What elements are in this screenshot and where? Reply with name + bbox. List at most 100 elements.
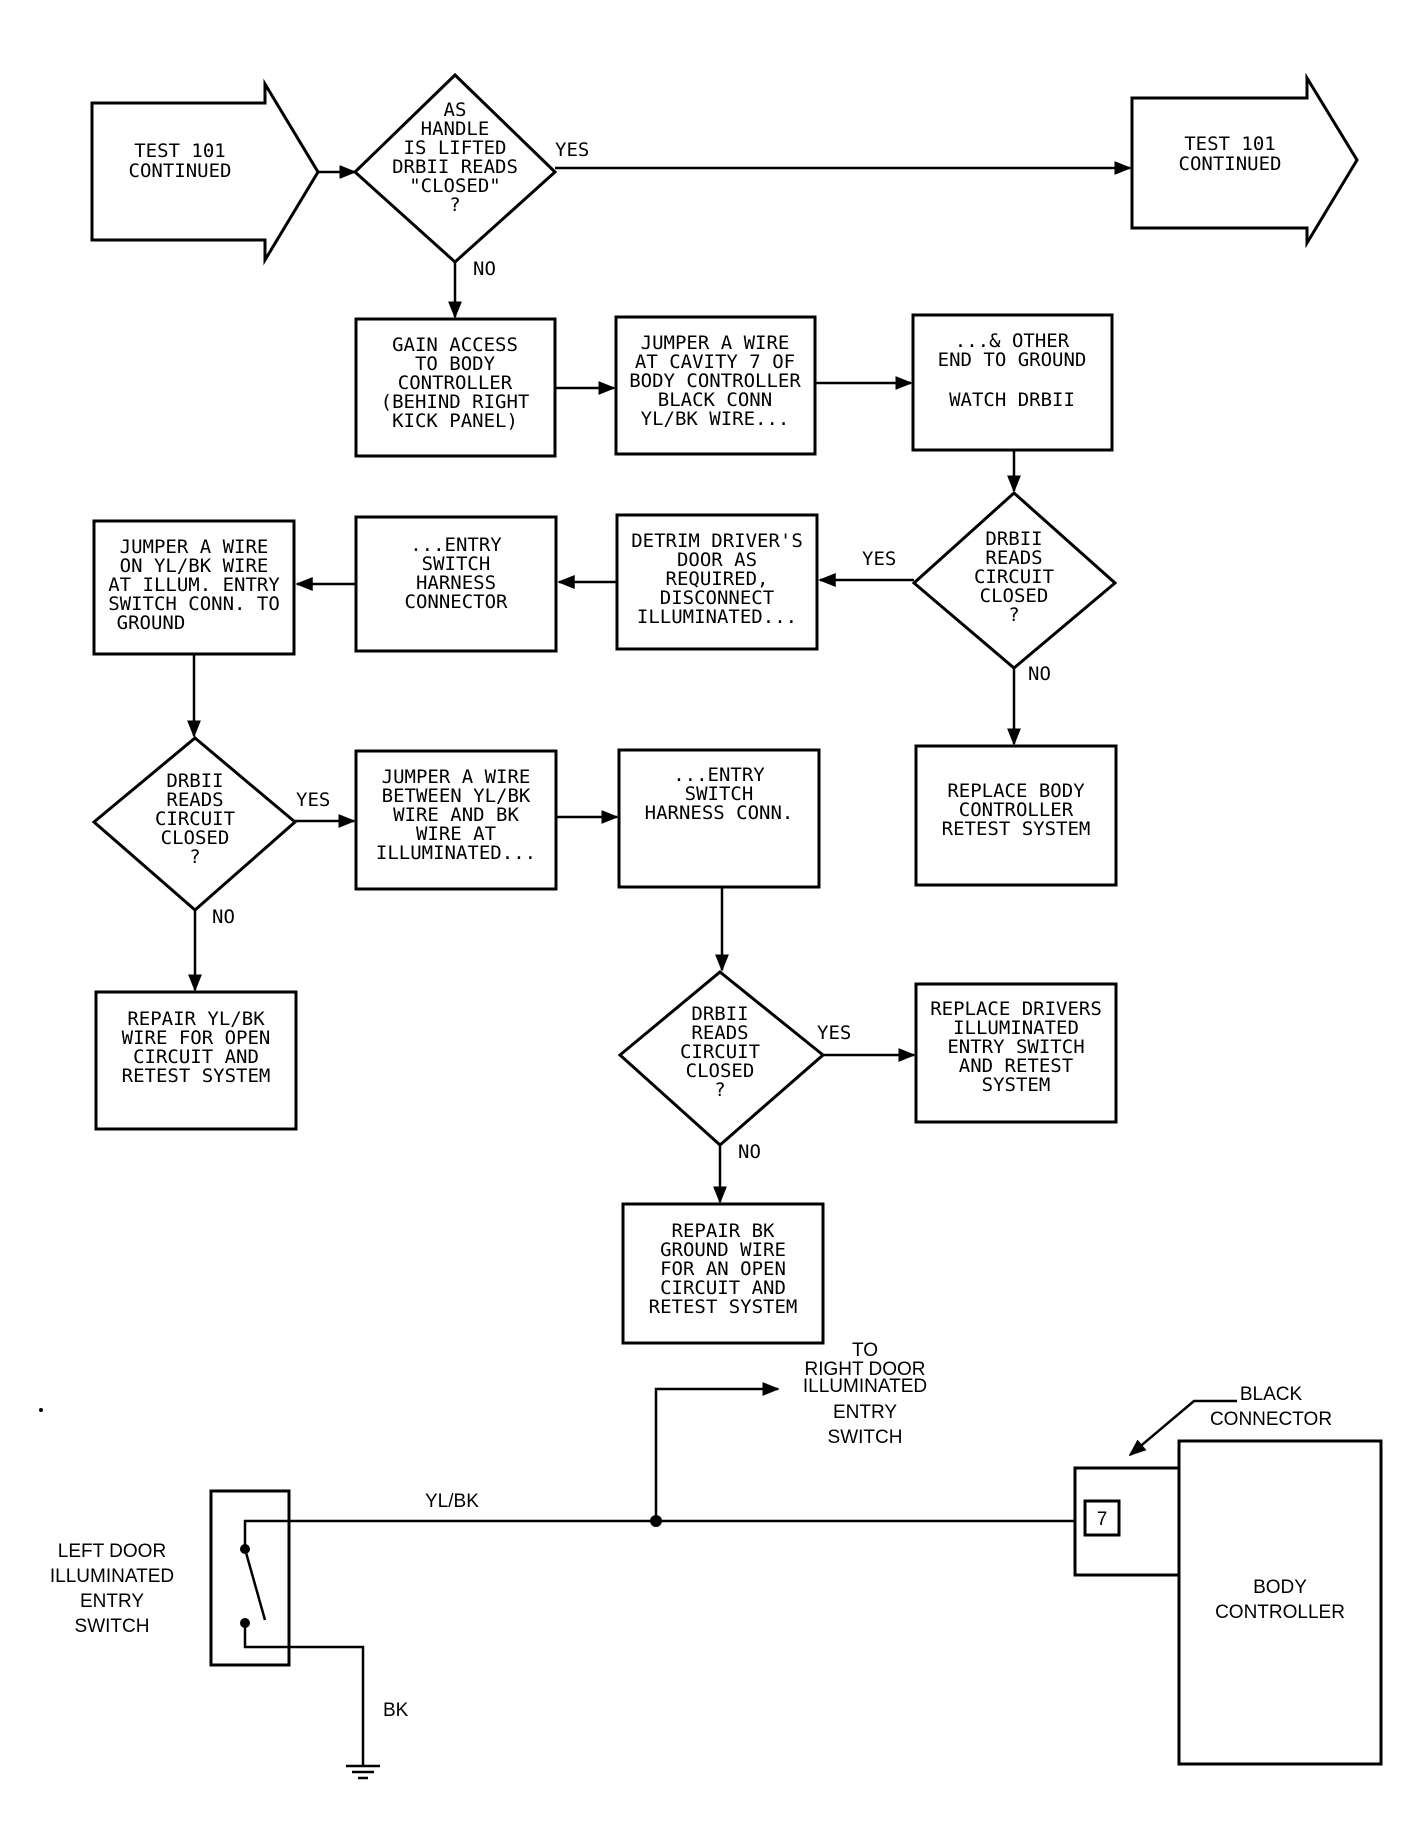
left-door-switch-label-line: ILLUMINATED — [50, 1566, 174, 1587]
wire-ylbk — [243, 1519, 1075, 1549]
box-gain-access-text: GAIN ACCESS TO BODY CONTROLLER (BEHIND R… — [381, 334, 530, 432]
box-text-line: RETEST SYSTEM — [122, 1065, 271, 1087]
box-text-line: ...ENTRY — [673, 764, 765, 786]
box-jumper-between — [354, 749, 558, 891]
decision-text-line: READS — [985, 547, 1042, 569]
left-door-switch-label-line: ENTRY — [80, 1591, 144, 1612]
decision-text-line: CIRCUIT — [680, 1041, 760, 1063]
box-text-line: JUMPER A WIRE — [382, 766, 531, 788]
start-arrow-line: CONTINUED — [129, 160, 232, 182]
box-text-line: CONTROLLER — [398, 372, 513, 394]
stray-dot — [39, 1408, 43, 1412]
decision-text-line: DRBII READS — [392, 156, 518, 178]
black-connector-leader — [1128, 1399, 1237, 1457]
left-door-switch-label-line: SWITCH — [75, 1616, 150, 1637]
start-arrow-shape — [90, 78, 320, 266]
no-label: NO — [473, 258, 496, 280]
box-other-end-ground — [911, 313, 1114, 452]
decision-text-line: CLOSED — [161, 827, 230, 849]
wire-to-right-door — [654, 1382, 780, 1521]
decision-circuit-closed-2-text: DRBII READS CIRCUIT CLOSED ? — [155, 770, 235, 868]
box-detrim-door — [615, 513, 819, 651]
no-label: NO — [738, 1141, 761, 1163]
box-text-line: BETWEEN YL/BK — [382, 785, 531, 807]
box-jumper-ylbk-ground — [92, 519, 296, 656]
end-arrow-text: TEST 101 CONTINUED — [1179, 133, 1282, 175]
box-text-line: GROUND WIRE — [660, 1239, 786, 1261]
box-text-line: HARNESS — [416, 572, 496, 594]
decision-text-line: DRBII — [166, 770, 223, 792]
no-label: NO — [1028, 663, 1051, 685]
decision-text-line: CIRCUIT — [974, 566, 1054, 588]
box-gain-access — [354, 317, 557, 458]
start-arrow-text: TEST 101 CONTINUED — [129, 140, 232, 182]
box-text-line: ILLUMINATED... — [376, 842, 536, 864]
switch-blade — [243, 1548, 267, 1621]
right-door-label-line: ENTRY — [833, 1402, 897, 1423]
box-text-line: AND RETEST — [959, 1055, 1073, 1077]
wire-bk-label: BK — [383, 1700, 409, 1721]
box-text-line: DETRIM DRIVER'S — [631, 530, 803, 552]
box-text-line: ENTRY SWITCH — [947, 1036, 1084, 1058]
ground-icon — [346, 1764, 380, 1780]
box-text-line: CIRCUIT AND — [133, 1046, 259, 1068]
decision-text-line: DRBII — [985, 528, 1042, 550]
wiring-diagram: 7 — [39, 1382, 1383, 1780]
start-arrow-line: TEST 101 — [134, 140, 226, 162]
black-connector-label-line: BLACK — [1240, 1384, 1303, 1405]
decision-text-line: IS LIFTED — [404, 137, 507, 159]
box-repair-bk-ground — [621, 1202, 825, 1345]
box-text-line: GROUND — [117, 612, 186, 634]
cavity-number: 7 — [1097, 1509, 1108, 1530]
box-replace-drivers-switch — [914, 982, 1118, 1124]
box-text-line: ...ENTRY — [410, 534, 502, 556]
box-text-line: WATCH DRBII — [949, 389, 1075, 411]
left-door-switch-label-line: LEFT DOOR — [58, 1541, 166, 1562]
box-text-line: RETEST SYSTEM — [942, 818, 1091, 840]
box-replace-drivers-switch-text: REPLACE DRIVERS ILLUMINATED ENTRY SWITCH… — [930, 998, 1102, 1096]
box-repair-ylbk-text: REPAIR YL/BK WIRE FOR OPEN CIRCUIT AND R… — [122, 1008, 271, 1087]
box-text-line: (BEHIND RIGHT — [381, 391, 530, 413]
right-door-label-line: ILLUMINATED — [803, 1376, 927, 1397]
decision-text-line: ? — [449, 194, 460, 216]
box-text-line: KICK PANEL) — [392, 410, 518, 432]
box-text-line: SWITCH — [685, 783, 754, 805]
decision-circuit-closed-3-text: DRBII READS CIRCUIT CLOSED ? — [680, 1003, 760, 1101]
wire-ylbk-label: YL/BK — [425, 1491, 479, 1512]
box-other-end-ground-text: ...& OTHER END TO GROUND WATCH DRBII — [938, 330, 1087, 411]
decision-text-line: READS — [166, 789, 223, 811]
left-door-switch-housing — [209, 1489, 291, 1667]
box-text-line: END TO GROUND — [938, 349, 1087, 371]
body-controller-label-line: CONTROLLER — [1215, 1602, 1345, 1623]
box-text-line: CIRCUIT AND — [660, 1277, 786, 1299]
black-connector-label-line: CONNECTOR — [1210, 1409, 1332, 1430]
box-text-line: JUMPER A WIRE — [641, 332, 790, 354]
body-controller-label: BODY CONTROLLER — [1215, 1577, 1345, 1623]
box-text-line: WIRE AT — [416, 823, 496, 845]
box-text-line: REPLACE BODY — [947, 780, 1085, 802]
right-door-label-line: RIGHT DOOR — [804, 1359, 925, 1380]
decision-text-line: HANDLE — [421, 118, 490, 140]
yes-label: YES — [555, 139, 589, 161]
body-controller-box — [1177, 1439, 1383, 1766]
decision-text-line: DRBII — [691, 1003, 748, 1025]
box-text-line: BODY CONTROLLER — [629, 370, 801, 392]
right-door-label-line: SWITCH — [828, 1427, 903, 1448]
box-jumper-cavity-7 — [614, 315, 817, 456]
box-text-line: ILLUMINATED — [953, 1017, 1079, 1039]
box-text-line: GAIN ACCESS — [392, 334, 518, 356]
box-detrim-door-text: DETRIM DRIVER'S DOOR AS REQUIRED, DISCON… — [631, 530, 803, 628]
end-arrow-line: CONTINUED — [1179, 153, 1282, 175]
box-repair-bk-ground-text: REPAIR BK GROUND WIRE FOR AN OPEN CIRCUI… — [649, 1220, 798, 1318]
box-replace-body-controller-text: REPLACE BODY CONTROLLER RETEST SYSTEM — [942, 780, 1091, 840]
box-text-line: DOOR AS — [677, 549, 757, 571]
box-text-line: ON YL/BK WIRE — [120, 555, 269, 577]
box-text-line: WIRE FOR OPEN — [122, 1027, 271, 1049]
box-text-line: ...& OTHER — [955, 330, 1070, 352]
box-text-line: SWITCH CONN. TO — [108, 593, 280, 615]
decision-text-line: READS — [691, 1022, 748, 1044]
box-text-line: FOR AN OPEN — [660, 1258, 786, 1280]
decision-text-line: AS — [444, 99, 467, 121]
box-text-line: SWITCH — [422, 553, 491, 575]
